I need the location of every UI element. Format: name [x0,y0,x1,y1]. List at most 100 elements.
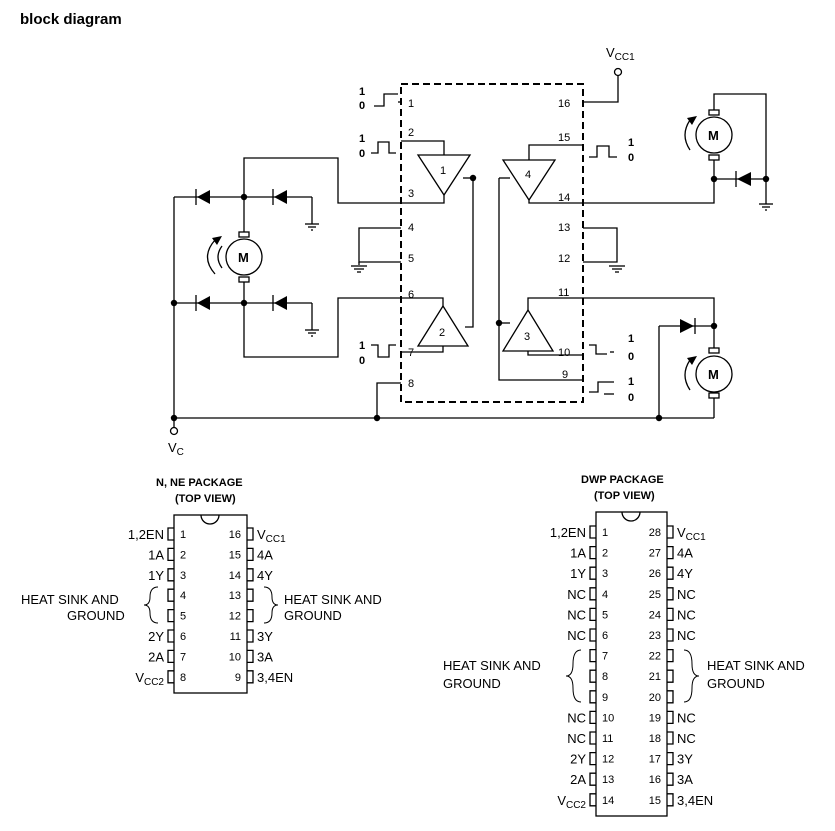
n-heatsink-left-1: HEAT SINK AND [21,592,119,607]
dwp-package-pin-label: VCC2 [557,793,586,811]
dwp-package-pin-number: 20 [649,692,661,704]
n-package-pin-number: 12 [229,611,241,623]
dwp-package: DWP PACKAGE (TOP VIEW) 11,2EN21A31Y4NC5N… [443,474,805,817]
dwp-package-pin-10: 10 NC [567,710,614,725]
n-package-pin-5: 5 [167,608,186,623]
left-motor [225,238,263,276]
n-heatsink-right-1: HEAT SINK AND [284,592,382,607]
dwp-package-pin-6: 6 NC [567,628,608,643]
dwp-package-pin-number: 19 [649,712,661,724]
n-package-pin-label: 2Y [148,629,164,644]
dwp-package-pin-number: 10 [602,712,614,724]
dwp-package-pin-22: 22 [649,648,674,663]
dwp-package-pin-label: 3A [677,772,693,787]
ic-left-pins: 1 2 3 4 5 6 7 8 [408,98,414,390]
dwp-package-pin-number: 4 [602,589,608,601]
dwp-package-pin-number: 11 [602,733,613,745]
dwp-package-pin-label: 4Y [677,566,693,581]
n-package-subtitle: (TOP VIEW) [175,493,236,505]
driver-1: 1 [416,154,472,197]
n-package-pin-12: 12 [229,608,254,623]
dwp-package-pin-label: NC [567,607,586,622]
dwp-package-pin-label: 2Y [570,752,586,767]
diagram-title: block diagram [20,11,122,28]
driver-4: 4 [501,159,557,202]
dwp-package-pin-number: 16 [649,774,661,786]
n-package-pin-number: 1 [180,529,186,541]
svg-text:1: 1 [628,376,634,388]
svg-text:1: 1 [359,86,365,98]
n-package-pin-7: 72A [148,649,186,664]
dwp-package-pin-label: 4A [677,546,693,561]
svg-text:0: 0 [628,351,634,363]
dwp-package-title: DWP PACKAGE [581,474,664,486]
n-package-pin-label: 1A [148,547,164,562]
heatsink-right-wiring [583,227,625,273]
dwp-package-pin-label: NC [567,628,586,643]
ic-pin-11: 11 [558,287,569,299]
dwp-package-pin-label: NC [677,628,696,643]
ic-pin-7: 7 [408,347,414,359]
svg-text:0: 0 [628,392,634,404]
dwp-package-pin-11: 11 NC [567,731,613,746]
dwp-package-pin-12: 12 2Y [570,752,614,767]
input-waveform-pin15: 1 0 [589,137,634,164]
input-waveform-pin2: 1 0 [359,133,396,160]
ic-pin-9: 9 [562,369,568,381]
dwp-package-pin-label: NC [567,710,586,725]
n-package-pin-label: 1Y [148,568,164,583]
n-package-pin-label: 3,4EN [257,670,293,685]
dwp-package-pin-8: 8 [589,669,608,683]
dwp-package-pin-3: 31Y [570,566,608,581]
n-package-pin-label: 3A [257,649,273,664]
ic-pin-4: 4 [408,222,414,234]
dwp-package-pin-number: 15 [649,795,661,807]
dwp-package-pin-number: 7 [602,651,608,663]
driver-2: 2 [416,304,470,347]
n-package-pin-number: 4 [180,590,186,602]
svg-text:0: 0 [359,355,365,367]
n-package-pin-number: 5 [180,611,186,623]
dwp-package-pin-number: 6 [602,630,608,642]
n-package-pin-number: 7 [180,651,186,663]
vc-label: VC [168,440,184,458]
right-lower-motor [695,355,733,393]
dwp-package-pin-label: NC [567,731,586,746]
vcc1-terminal: VCC1 [583,45,635,103]
dwp-package-pin-label: 3,4EN [677,793,713,808]
ic-pin-12: 12 [558,253,570,265]
ic-pin-16: 16 [558,98,570,110]
dwp-package-pin-label: 1,2EN [550,525,586,540]
dwp-package-pin-number: 12 [602,754,614,766]
dwp-package-pin-number: 5 [602,609,608,621]
n-package-pin-2: 21A [148,547,186,562]
svg-text:1: 1 [628,333,634,345]
svg-text:1: 1 [628,137,634,149]
n-package-pin-number: 10 [229,651,241,663]
ic-pin-13: 13 [558,222,570,234]
n-package: N, NE PACKAGE (TOP VIEW) 11,2EN21A31Y456… [21,477,382,694]
svg-text:3: 3 [524,331,530,343]
dwp-heatsink-right-2: GROUND [707,676,765,691]
n-package-pin-4: 4 [167,588,186,602]
dwp-package-pin-7: 7 [589,648,608,663]
dwp-package-pin-label: 3Y [677,752,693,767]
n-heatsink-right-2: GROUND [284,608,342,623]
dwp-package-subtitle: (TOP VIEW) [594,490,655,502]
input-waveform-pin7: 1 0 [359,340,396,367]
n-package-pin-number: 3 [180,570,186,582]
dwp-package-pin-5: 5 NC [567,607,608,622]
n-package-pin-number: 13 [229,590,241,602]
left-motor-label: M [238,250,249,265]
dwp-heatsink-left-1: HEAT SINK AND [443,658,541,673]
ic-outline [400,83,584,403]
